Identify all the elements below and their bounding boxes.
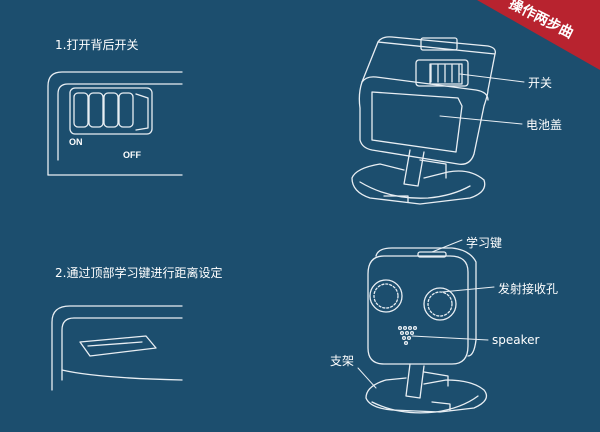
device-back-stand (351, 149, 486, 205)
step-1-title: 1.打开背后开关 (55, 38, 139, 52)
stand-label: 支架 (330, 354, 355, 368)
device-front-stand (365, 363, 488, 414)
learn-key-label: 学习键 (466, 236, 503, 250)
device-back-view (358, 36, 496, 165)
switch-off-label: OFF (123, 150, 141, 160)
switch-on-label: ON (69, 137, 83, 147)
device-front-view (367, 247, 477, 365)
callout-leaders (357, 73, 525, 389)
step-2-title: 2.通过顶部学习键进行距离设定 (55, 266, 223, 280)
banner-ribbon (477, 0, 600, 70)
switch-label: 开关 (528, 76, 553, 90)
transceiver-holes-label: 发射接收孔 (498, 282, 559, 296)
learn-key-zoom-inset (51, 305, 183, 391)
speaker-label: speaker (492, 333, 540, 347)
switch-zoom-inset (47, 71, 183, 176)
battery-cover-label: 电池盖 (526, 118, 563, 132)
